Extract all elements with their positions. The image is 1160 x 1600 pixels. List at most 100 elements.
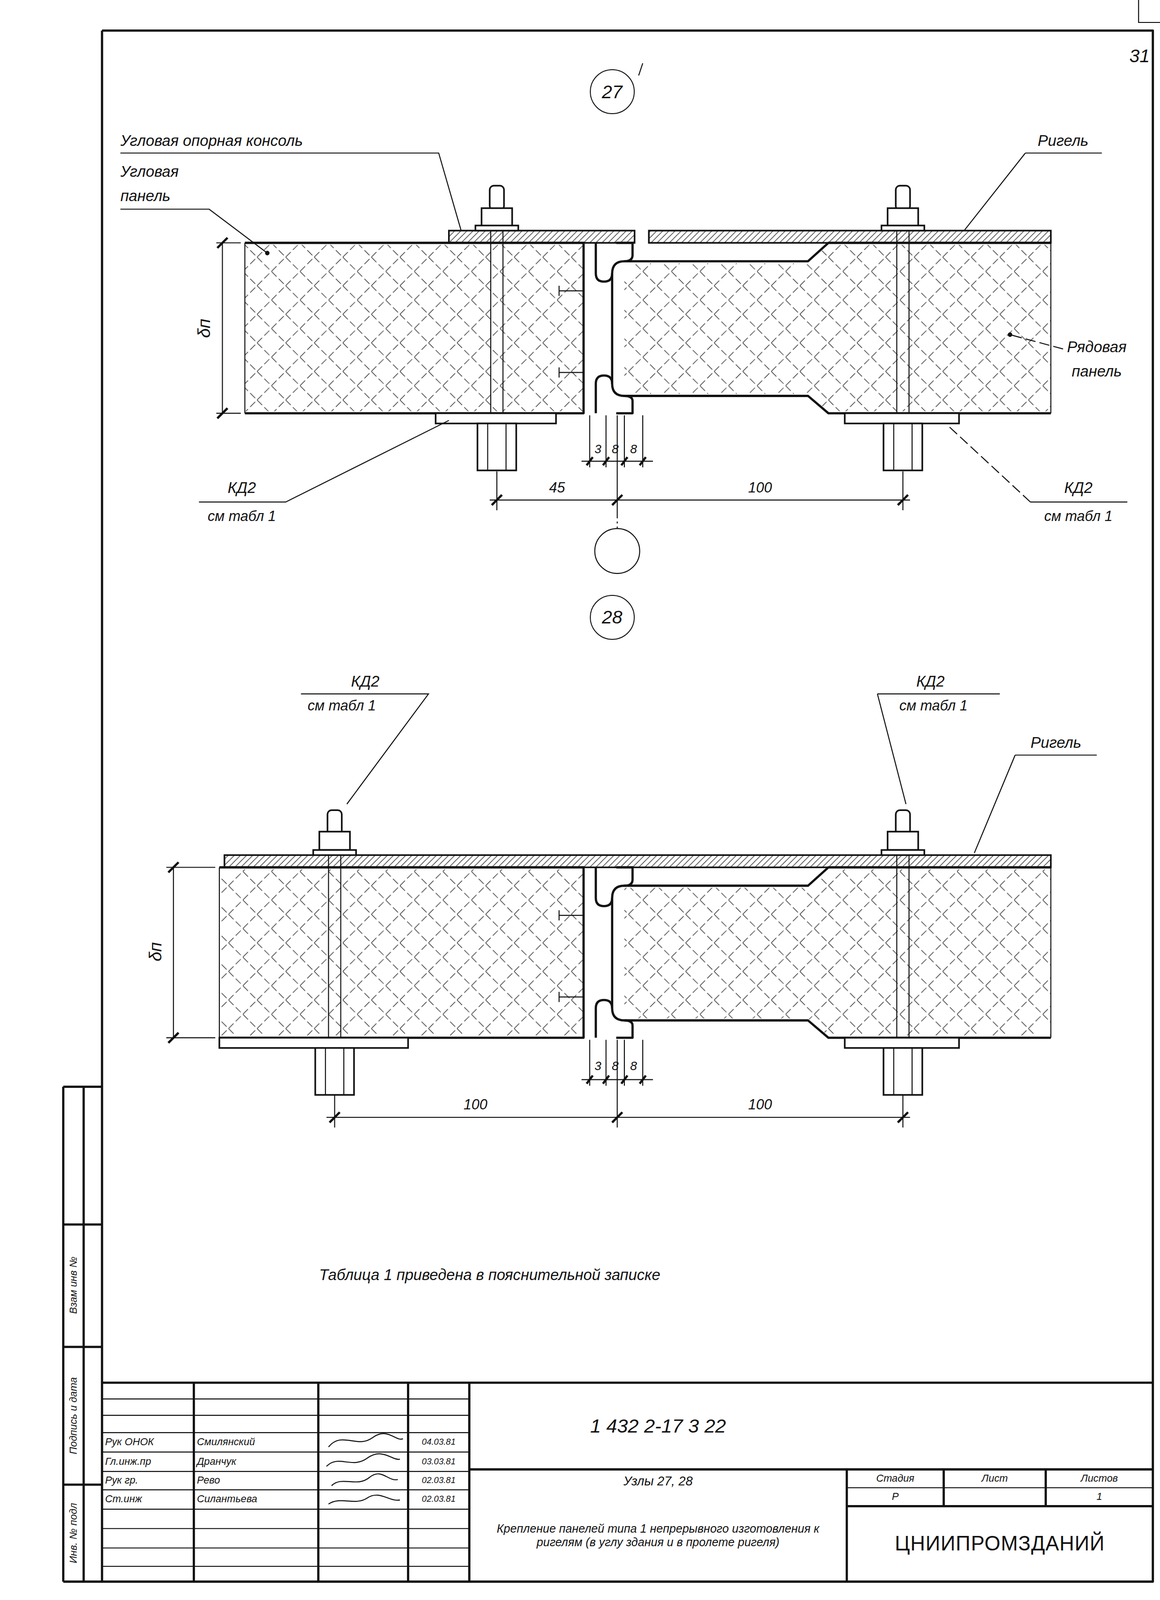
nut-edge — [893, 1048, 913, 1095]
nut — [481, 208, 513, 227]
title-block — [101, 1382, 1153, 1582]
leader-line — [120, 209, 268, 254]
empty-callout-circle — [594, 528, 640, 574]
stage-header: Лист — [981, 1472, 1008, 1485]
nut — [477, 423, 517, 471]
dimension-line — [581, 415, 653, 468]
bolt-end — [489, 185, 505, 211]
strip-label: Взам инв № — [67, 1256, 80, 1315]
bolt-shaft — [490, 210, 909, 424]
sheet-frame — [63, 30, 1153, 1582]
nut-edge — [487, 423, 507, 471]
plate-kd2 — [435, 413, 556, 424]
panel-skin — [612, 242, 1052, 414]
role-cell: Рук гр. — [105, 1474, 139, 1487]
leader-line — [1030, 501, 1128, 503]
dimension-line — [216, 242, 241, 414]
plate-kd2 — [844, 413, 959, 424]
stage-header: Листов — [1080, 1472, 1118, 1485]
stage-header: Стадия — [876, 1472, 915, 1485]
drawing-title: Узлы 27, 28 — [623, 1473, 693, 1489]
nut — [883, 423, 923, 471]
nut — [887, 208, 919, 227]
dimension-tick — [217, 237, 228, 419]
role-cell: Рук ОНОК — [105, 1436, 154, 1449]
panel-cut — [244, 242, 1051, 414]
nut — [883, 1048, 923, 1095]
washer — [475, 225, 519, 231]
joint-anchor — [558, 910, 584, 1002]
nut-edge — [325, 1048, 344, 1095]
leader-line — [964, 152, 1102, 231]
dimension-tick — [586, 1075, 646, 1084]
panel-cut — [219, 867, 1052, 1038]
nut — [315, 1048, 355, 1095]
dimension-value: 8 — [630, 442, 638, 457]
dimension-tick — [168, 862, 179, 1044]
insulation-core — [624, 245, 1052, 412]
dimension-value: 100 — [748, 1096, 773, 1114]
corner-console-plate — [449, 230, 635, 243]
washer — [313, 849, 357, 856]
dimension-line — [581, 1039, 653, 1086]
dimension-line — [166, 867, 216, 1038]
leader-line — [198, 420, 449, 503]
role-cell: Ст.инж — [105, 1493, 143, 1506]
part-label: КД2 — [916, 672, 945, 691]
girder-plate — [224, 855, 1052, 868]
callout-number: 28 — [601, 607, 623, 628]
name-cell: Рево — [196, 1474, 220, 1487]
part-label: Угловая опорная консоль — [120, 131, 303, 150]
sheet-tab — [1138, 0, 1160, 23]
dimension-value: 3 — [594, 442, 602, 457]
dimension-symbol: δп — [145, 942, 166, 962]
reference-note: см табл 1 — [207, 507, 276, 525]
leader-line — [946, 424, 1031, 503]
panel-skin — [244, 242, 584, 414]
leader-dot — [1007, 332, 1013, 338]
joint-anchor — [558, 285, 584, 378]
part-label: Ригель — [1030, 733, 1082, 752]
nut — [887, 831, 919, 850]
leader-line — [974, 755, 1097, 854]
date-cell: 04.03.81 — [421, 1436, 456, 1447]
role-cell: Гл.инж.пр — [105, 1455, 152, 1468]
leader-line — [877, 694, 1001, 805]
leader-line — [120, 152, 462, 231]
dimension-tick — [586, 456, 646, 465]
dimension-value: 8 — [630, 1058, 638, 1073]
panel-skin — [612, 867, 1052, 1038]
leader-line — [1009, 334, 1063, 350]
part-label: Рядовая панель — [1066, 334, 1127, 384]
insulation-core — [244, 245, 584, 412]
axis-line — [616, 510, 618, 529]
dimension-value: 45 — [549, 479, 566, 496]
stage-value: Р — [891, 1490, 899, 1503]
date-cell: 02.03.81 — [421, 1494, 456, 1505]
reference-note: см табл 1 — [899, 697, 968, 715]
drawing-subtitle: Крепление панелей типа 1 непрерывного из… — [479, 1522, 837, 1550]
note: Таблица 1 приведена в пояснительной запи… — [319, 1266, 660, 1285]
insulation-core — [624, 869, 1052, 1037]
sheet-number: 31 — [1129, 45, 1151, 67]
dimension-value: 8 — [611, 1058, 619, 1073]
bolt-end — [895, 185, 911, 211]
name-cell: Силантьева — [196, 1493, 258, 1506]
washer — [881, 849, 925, 856]
leader-line — [300, 694, 429, 805]
bolt-shaft — [328, 834, 909, 1049]
joint-profile — [595, 867, 633, 1038]
girder-plate — [648, 230, 1051, 243]
signatures — [326, 1433, 404, 1505]
part-label: КД2 — [351, 672, 380, 691]
callout-circle: 28 — [589, 594, 635, 640]
title-block-rows — [101, 1399, 1153, 1567]
stage-value: 1 — [1096, 1490, 1102, 1503]
dimension-value: 8 — [611, 442, 619, 457]
nut-edge — [893, 423, 913, 471]
organization: ЦНИИПРОМЗДАНИЙ — [894, 1531, 1105, 1556]
date-cell: 03.03.81 — [421, 1456, 456, 1467]
joint-profile — [595, 242, 633, 414]
